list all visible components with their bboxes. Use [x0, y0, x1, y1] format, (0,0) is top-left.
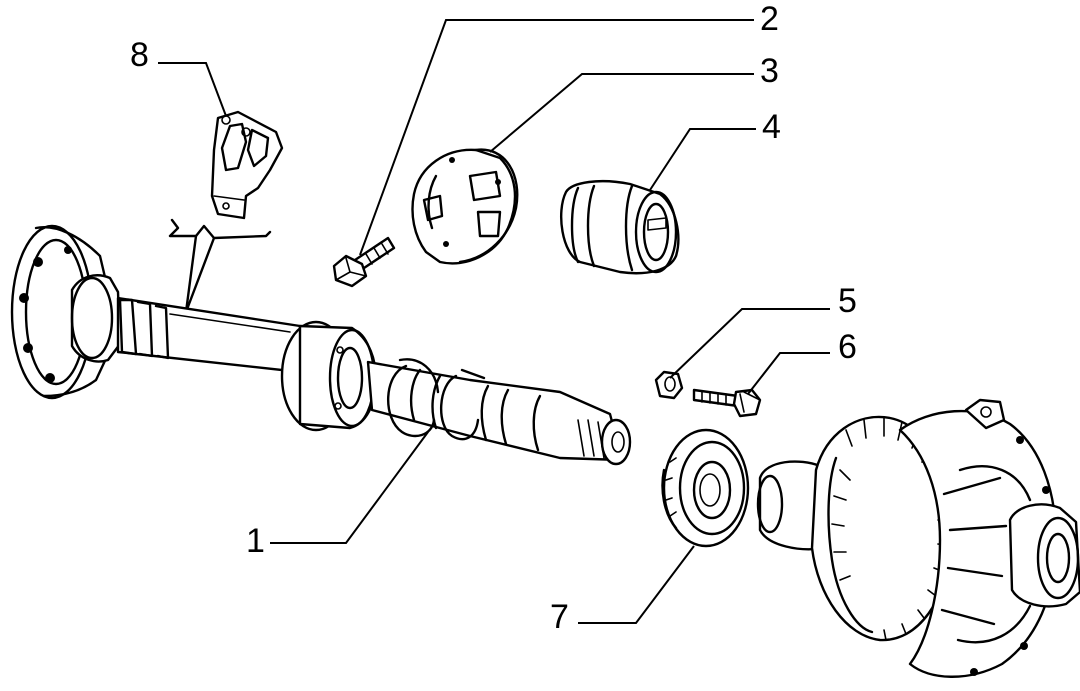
- leader-line-3: [489, 73, 754, 153]
- leader-lines: [158, 19, 830, 624]
- leader-line-6: [747, 352, 830, 395]
- part-7-seal: [661, 428, 750, 548]
- callout-8: 8: [130, 36, 149, 74]
- callout-7: 7: [550, 598, 569, 636]
- callout-3: 3: [760, 52, 779, 90]
- leader-line-8: [158, 62, 227, 117]
- part-2-bolt: [332, 236, 396, 288]
- callout-labels: 1 2 3 4 5 6 7 8: [130, 0, 857, 636]
- part-8-bracket: [210, 110, 284, 220]
- part-6-screw: [692, 388, 762, 418]
- callout-1: 1: [246, 522, 265, 560]
- callout-4: 4: [762, 108, 781, 146]
- part-4-bushing: [560, 179, 680, 275]
- part-5-nut: [654, 370, 684, 400]
- differential-housing: [756, 398, 1080, 678]
- callout-6: 6: [838, 328, 857, 366]
- leader-line-4: [649, 128, 756, 191]
- callout-2: 2: [760, 0, 779, 38]
- break-line-icon: [168, 218, 272, 240]
- leader-line-1: [270, 431, 429, 544]
- leader-line-7: [578, 545, 695, 624]
- leader-line-5: [669, 308, 830, 379]
- leader-line-2: [359, 19, 754, 256]
- part-1-axle-shaft: [10, 224, 632, 466]
- part-3-cam-flange: [411, 148, 519, 265]
- callout-5: 5: [838, 282, 857, 320]
